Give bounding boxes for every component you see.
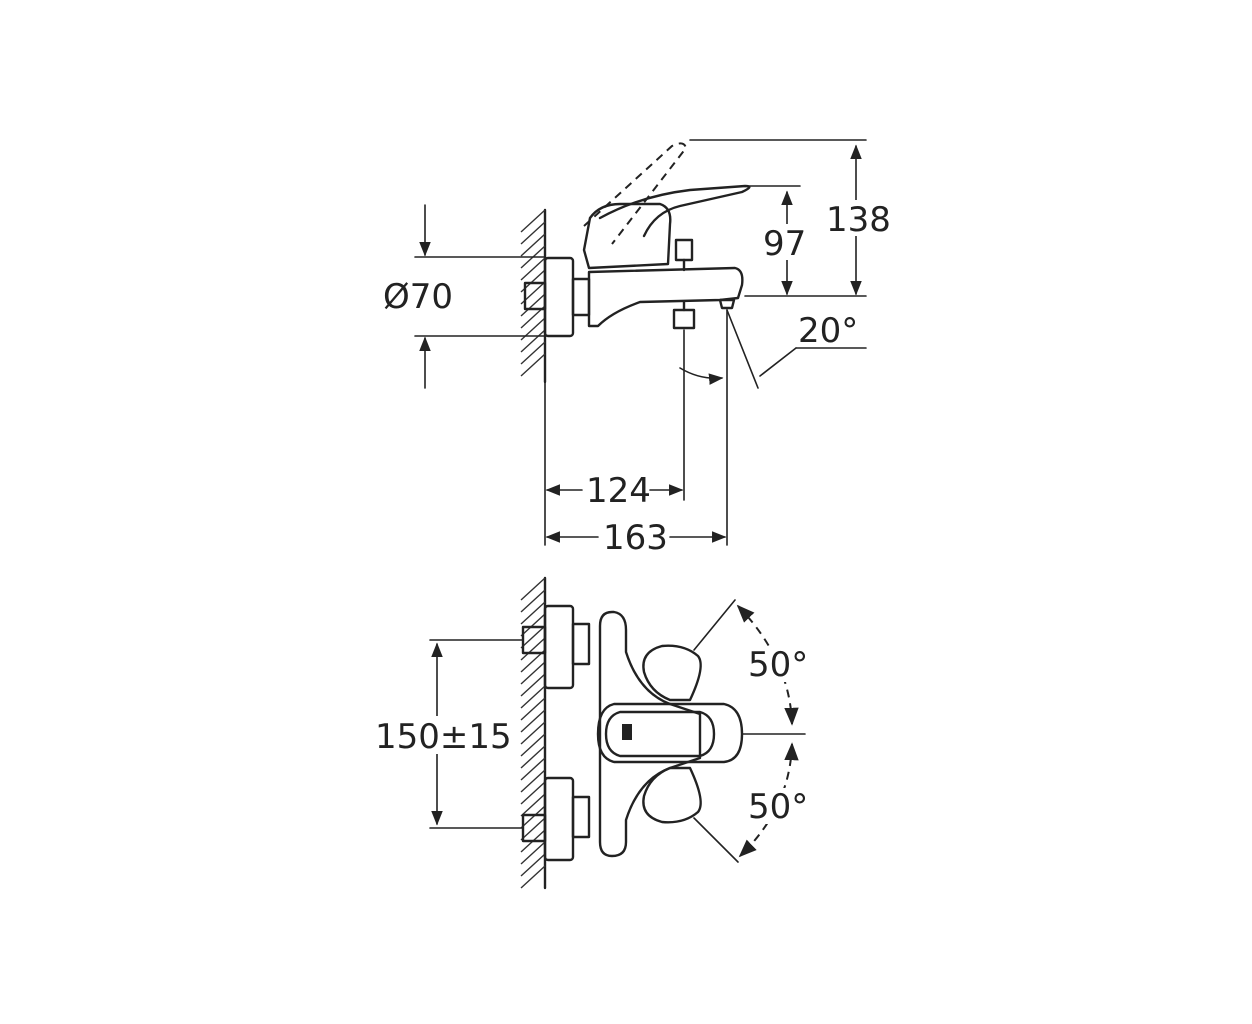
hatch-stroke — [520, 769, 546, 793]
upper-nut — [571, 622, 591, 666]
hatch-stroke — [520, 805, 546, 829]
rotation-line-bottom — [693, 817, 739, 863]
hatch-stroke — [520, 697, 546, 721]
spout-aerator — [718, 298, 736, 310]
spacing-gap — [374, 716, 498, 754]
hatch-stroke — [520, 661, 546, 685]
hatch-stroke — [520, 341, 546, 365]
cartridge-housing — [582, 202, 672, 270]
dim-97-label: 97 — [763, 224, 806, 264]
hatch-stroke — [520, 745, 546, 769]
side-rosette — [543, 256, 575, 338]
hatch-stroke — [520, 601, 546, 625]
hatch-stroke — [520, 709, 546, 733]
hatch-stroke — [520, 589, 546, 613]
hatch-stroke — [520, 209, 546, 233]
hatch-stroke — [520, 577, 546, 601]
hatch-stroke — [520, 637, 546, 661]
hatch-stroke — [520, 625, 546, 649]
side-view: Ø70 97 138 20° 124 163 — [383, 139, 891, 558]
angle-spout-leader — [759, 347, 797, 377]
side-connector — [523, 281, 547, 311]
body-top — [598, 610, 702, 858]
mixer-body — [587, 266, 744, 328]
hatch-stroke — [520, 673, 546, 697]
lower-rosette — [543, 776, 575, 862]
hatch-stroke — [520, 733, 546, 757]
rotation-line-top — [693, 599, 736, 651]
top-wall-hatch — [520, 577, 546, 889]
angle-top-gap — [746, 646, 808, 682]
hatch-stroke — [520, 841, 546, 865]
hatch-stroke — [520, 721, 546, 745]
top-view: 50° 50° 150±15 — [374, 576, 808, 890]
upper-rosette — [543, 604, 575, 690]
hatch-stroke — [520, 793, 546, 817]
spacing-label: 150±15 — [375, 717, 512, 757]
hatch-stroke — [520, 817, 546, 841]
angle-spout-line — [726, 309, 759, 389]
angle-spout-arc — [679, 367, 724, 385]
side-lever — [598, 184, 751, 238]
hatch-stroke — [520, 293, 546, 317]
angle-top-label: 50° — [748, 645, 808, 685]
side-nut — [571, 277, 591, 317]
angle-spout-label: 20° — [798, 311, 858, 351]
hatch-stroke — [520, 233, 546, 257]
dim-138-label: 138 — [826, 200, 891, 240]
hatch-stroke — [520, 781, 546, 805]
hatch-stroke — [520, 757, 546, 781]
hatch-stroke — [520, 353, 546, 377]
angle-bottom-label: 50° — [748, 787, 808, 827]
angle-bottom-gap — [746, 788, 808, 824]
hatch-stroke — [520, 221, 546, 245]
diameter-label: Ø70 — [383, 277, 453, 317]
hatch-stroke — [520, 853, 546, 877]
hatch-stroke — [520, 685, 546, 709]
dim-138-gap — [826, 200, 888, 236]
bottom-outlet — [672, 308, 696, 330]
lever-inner — [604, 710, 716, 758]
lever-indicator — [622, 724, 632, 740]
hatch-stroke — [520, 257, 546, 281]
hatch-stroke — [520, 329, 546, 353]
lower-nut — [571, 795, 591, 839]
lever-rotated-top — [642, 644, 702, 702]
dim-124-label: 124 — [586, 471, 651, 511]
lever-rotated-bottom — [642, 766, 702, 824]
lever-raised-outline — [583, 142, 688, 245]
angle-top-arc — [736, 604, 799, 726]
hatch-stroke — [520, 613, 546, 637]
diverter-knob — [674, 238, 694, 262]
dim-163-label: 163 — [603, 518, 668, 558]
dim-97-gap — [760, 224, 810, 260]
hatch-stroke — [520, 865, 546, 889]
